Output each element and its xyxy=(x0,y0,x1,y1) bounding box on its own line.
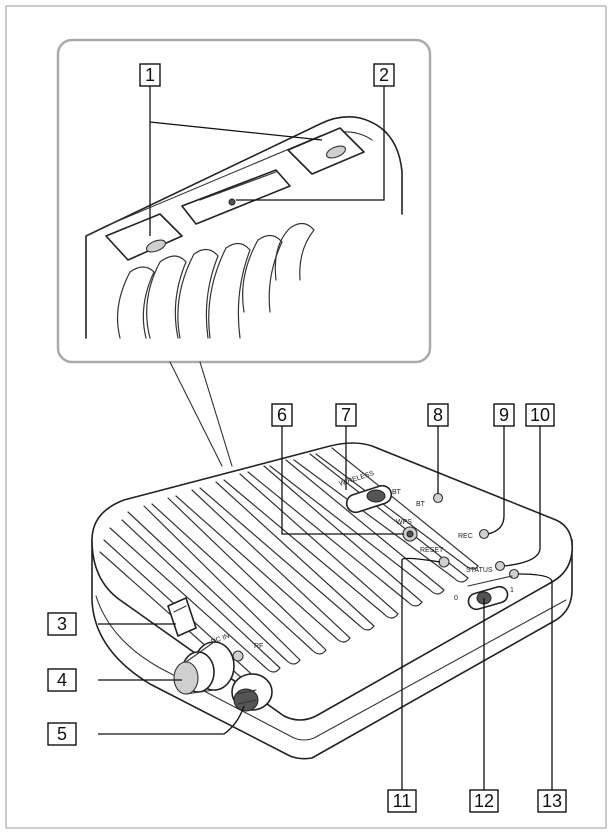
dc-connector[interactable] xyxy=(231,673,273,712)
svg-text:9: 9 xyxy=(499,405,509,425)
power-on-label: 1 xyxy=(510,587,514,594)
svg-text:12: 12 xyxy=(474,791,494,811)
svg-text:7: 7 xyxy=(341,405,351,425)
bt-lamp: BT xyxy=(416,492,444,508)
callout-2: 2 xyxy=(373,63,395,87)
front-indicator xyxy=(232,650,244,662)
power-lamp xyxy=(508,568,520,580)
svg-text:11: 11 xyxy=(393,791,412,811)
leader-lines xyxy=(98,86,553,790)
callout-8: 8 xyxy=(427,403,449,427)
main-device: WIRELESS BT WPS BT REC xyxy=(91,442,573,760)
svg-text:10: 10 xyxy=(530,405,550,425)
svg-text:8: 8 xyxy=(433,405,443,425)
zoom-inset xyxy=(56,38,432,364)
svg-text:2: 2 xyxy=(379,65,389,85)
page-frame xyxy=(5,5,607,829)
reset-label: RESET xyxy=(420,547,444,554)
callout-13: 13 xyxy=(537,789,567,813)
callout-10: 10 xyxy=(525,403,555,427)
bt-lamp-label: BT xyxy=(416,501,426,508)
callout-12: 12 xyxy=(469,789,499,813)
switch-bt-label: BT xyxy=(392,489,402,496)
control-panel: WIRELESS BT WPS BT REC xyxy=(338,470,520,611)
rf-label: RF xyxy=(254,643,263,650)
status-label: STATUS xyxy=(466,567,493,574)
front-connectors: DC IN RF xyxy=(167,597,273,712)
svg-text:6: 6 xyxy=(277,405,287,425)
svg-text:13: 13 xyxy=(542,791,562,811)
inset-fins xyxy=(116,222,315,339)
callout-3: 3 xyxy=(47,612,77,636)
reset-button[interactable]: RESET xyxy=(420,547,450,568)
inset-latch-left xyxy=(105,213,183,261)
zoom-line-right xyxy=(199,361,233,467)
svg-text:5: 5 xyxy=(57,724,67,744)
front-latch[interactable] xyxy=(167,597,197,637)
power-off-label: 0 xyxy=(454,595,458,602)
svg-text:4: 4 xyxy=(57,670,67,690)
callout-6: 6 xyxy=(271,403,293,427)
device-band xyxy=(95,595,567,741)
antenna-connector[interactable] xyxy=(173,641,235,695)
wps-button[interactable]: WPS xyxy=(396,519,418,542)
inset-latch-right xyxy=(287,127,365,175)
svg-text:3: 3 xyxy=(57,614,67,634)
callout-7: 7 xyxy=(335,403,357,427)
callout-4: 4 xyxy=(47,668,77,692)
wps-label: WPS xyxy=(396,519,412,526)
rec-lamp-label: REC xyxy=(458,533,473,540)
callout-9: 9 xyxy=(493,403,515,427)
zoom-line-left xyxy=(169,361,223,467)
inset-body-outline xyxy=(85,116,403,339)
inset-slot xyxy=(181,169,291,225)
callout-5: 5 xyxy=(47,722,77,746)
svg-text:1: 1 xyxy=(145,65,155,85)
callout-1: 1 xyxy=(139,63,161,87)
callout-11: 11 xyxy=(387,789,417,813)
